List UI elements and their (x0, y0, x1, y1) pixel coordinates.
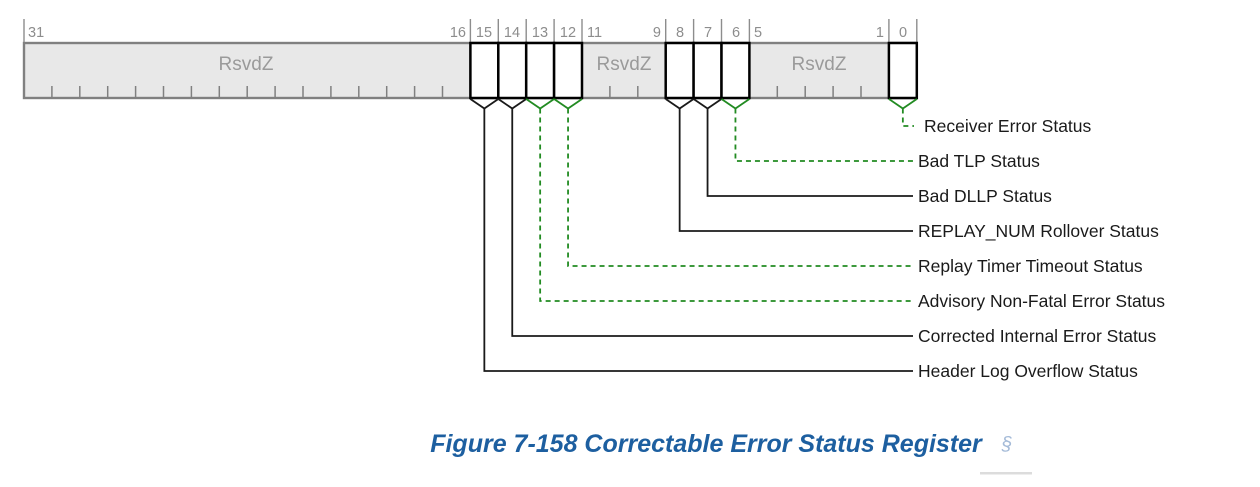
field-connectors (483, 108, 914, 372)
bit-number-11: 11 (587, 25, 602, 41)
figure-caption: Figure 7-158 Correctable Error Status Re… (430, 430, 983, 458)
section-link-icon[interactable]: § (1001, 434, 1013, 455)
chevron-bit-14 (497, 98, 527, 110)
field-label-header-log-overflow-status: Header Log Overflow Status (918, 361, 1138, 381)
bit-number-1: 1 (876, 25, 884, 41)
bit-number-14: 14 (504, 25, 520, 41)
reserved-label-5-1: RsvdZ (792, 54, 847, 75)
bit-box-13 (524, 41, 556, 100)
connector-bit-15 (483, 108, 913, 372)
field-label-bad-dllp-status: Bad DLLP Status (918, 186, 1052, 206)
bit-box-6 (720, 41, 751, 100)
bit-number-31: 31 (28, 25, 44, 41)
connector-bit-6 (734, 108, 913, 162)
bit-number-12: 12 (560, 25, 576, 41)
field-label-replay-num-rollover-status: REPLAY_NUM Rollover Status (918, 221, 1159, 242)
field-label-advisory-non-fatal-error-status: Advisory Non-Fatal Error Status (918, 291, 1165, 311)
connector-bit-13 (539, 108, 913, 302)
bit-number-8: 8 (676, 25, 684, 41)
bit-number-0: 0 (899, 25, 907, 41)
chevron-bit-8 (665, 98, 695, 110)
bit-boxes (469, 41, 919, 100)
bit-number-7: 7 (704, 25, 712, 41)
bit-number-15: 15 (476, 25, 492, 41)
connector-bit-0 (901, 108, 914, 127)
bit-number-ticks (23, 19, 918, 43)
field-label-replay-timer-timeout-status: Replay Timer Timeout Status (918, 256, 1143, 276)
chevron-bit-6 (720, 98, 750, 110)
chevron-bit-15 (469, 98, 499, 110)
field-label-corrected-internal-error-status: Corrected Internal Error Status (918, 326, 1157, 346)
reserved-label-11-9: RsvdZ (597, 54, 652, 75)
bit-chevrons (469, 98, 918, 110)
bit-box-14 (497, 41, 528, 100)
field-labels: Receiver Error Status Bad TLP Status Bad… (918, 116, 1165, 381)
connector-bit-7 (706, 108, 913, 197)
reserved-bit-ticks (51, 86, 862, 97)
bit-number-13: 13 (532, 25, 548, 41)
connector-bit-12 (567, 108, 913, 267)
bit-box-12 (552, 41, 584, 100)
bit-box-8 (664, 41, 695, 100)
bit-box-7 (692, 41, 723, 100)
bit-number-6: 6 (732, 25, 740, 41)
bit-number-9: 9 (653, 25, 661, 41)
chevron-bit-7 (693, 98, 723, 110)
field-label-receiver-error-status: Receiver Error Status (924, 116, 1092, 136)
bit-number-5: 5 (754, 25, 762, 41)
bit-box-15 (469, 41, 500, 100)
reserved-label-31-16: RsvdZ (219, 54, 274, 75)
bit-box-0 (887, 41, 919, 100)
bit-numbers: 31 16 15 14 13 12 11 9 8 7 6 5 1 0 (28, 25, 907, 41)
bit-number-16: 16 (450, 25, 466, 41)
chevron-bit-12 (553, 98, 583, 110)
chevron-bit-13 (525, 98, 555, 110)
connector-bit-14 (511, 108, 913, 337)
connector-bit-8 (678, 108, 913, 232)
field-label-bad-tlp-status: Bad TLP Status (918, 151, 1040, 171)
caption-divider-line (980, 472, 1032, 475)
chevron-bit-0 (888, 98, 918, 110)
